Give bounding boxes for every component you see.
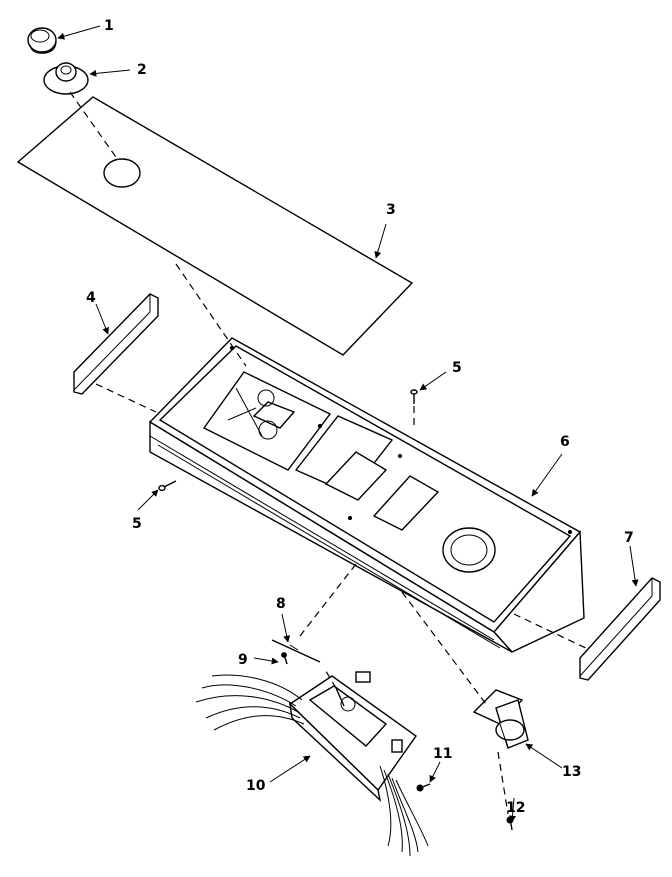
part-control-housing	[148, 337, 585, 653]
part-overlay-panel	[16, 96, 414, 356]
callout-5-top: 5	[452, 360, 462, 376]
alignment-line	[497, 751, 509, 815]
callout-1: 1	[104, 18, 114, 34]
part-knob-skirt	[43, 62, 89, 95]
alignment-line	[513, 613, 591, 651]
callout-8: 8	[276, 596, 286, 612]
callout-5-left: 5	[132, 516, 142, 532]
alignment-line	[175, 263, 247, 367]
part-switch	[472, 689, 529, 749]
callout-6: 6	[560, 434, 570, 450]
part-right-end-cap	[579, 577, 661, 681]
alignment-line	[69, 91, 119, 161]
part-screw-left	[158, 480, 177, 492]
part-knob	[27, 27, 57, 54]
alignment-line	[299, 563, 357, 637]
callout-2: 2	[137, 62, 147, 78]
part-screw-top	[410, 389, 418, 404]
callout-9: 9	[238, 652, 248, 668]
leader-lines	[57, 25, 639, 823]
callout-11: 11	[433, 746, 452, 762]
part-left-end-cap	[73, 293, 159, 395]
callout-13: 13	[562, 764, 581, 780]
callout-3: 3	[386, 202, 396, 218]
callout-10: 10	[246, 778, 266, 794]
callout-4: 4	[86, 290, 96, 306]
callout-7: 7	[624, 530, 634, 546]
part-screw-small	[281, 652, 288, 665]
alignment-line	[95, 383, 157, 413]
part-timer	[195, 667, 429, 857]
part-bracket	[271, 639, 321, 663]
callout-12: 12	[506, 800, 525, 816]
part-screw-11	[416, 783, 431, 792]
